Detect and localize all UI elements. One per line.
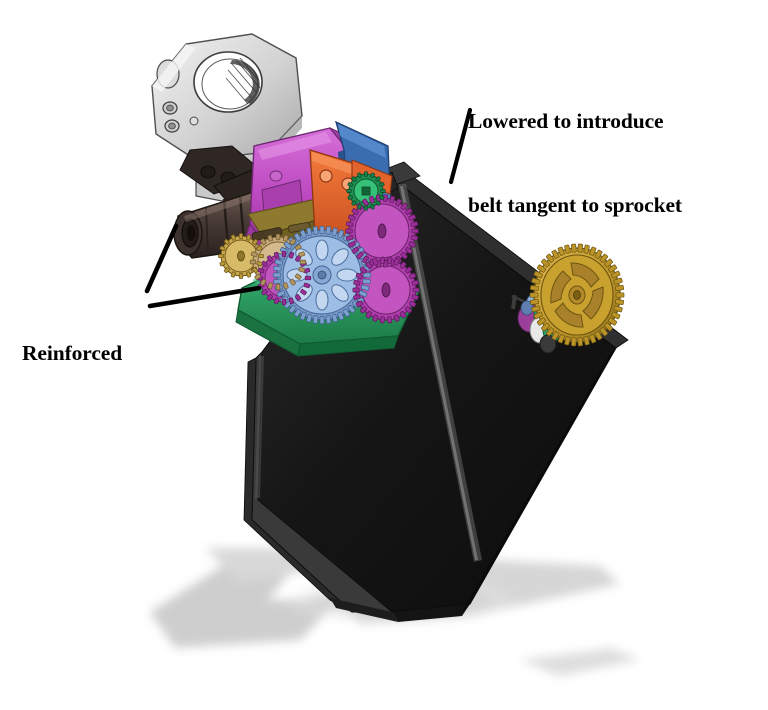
callout-sprocket-line1: Lowered to introduce <box>468 108 664 133</box>
leader-reinforced-plate <box>147 285 262 309</box>
sprocket-teeth <box>529 243 625 347</box>
gear-teeth-overlay <box>218 171 420 325</box>
callout-sprocket-line2: belt tangent to sprocket <box>468 192 682 217</box>
drive-sprocket-assembly <box>511 243 625 354</box>
clamp-mount-bracket <box>151 33 303 209</box>
leader-lines <box>144 107 473 309</box>
callout-sprocket: Lowered to introduce belt tangent to spr… <box>468 52 682 276</box>
leader-reinforced-barrel <box>144 223 179 294</box>
leader-sprocket <box>448 107 473 185</box>
callout-reinforced-label: Reinforced <box>22 340 123 365</box>
callout-reinforced: Reinforced <box>22 284 122 424</box>
purple-gear-upper <box>348 197 416 265</box>
